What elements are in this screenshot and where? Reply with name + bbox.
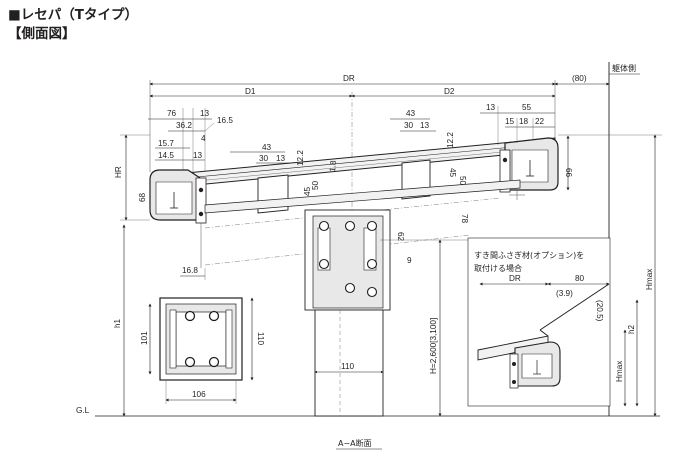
hmax-label: Hmax (645, 269, 654, 290)
h2-label: h2 (627, 324, 636, 334)
dim-110-post: 110 (341, 362, 354, 371)
dr-label: DR (343, 74, 355, 83)
dim-76: 76 (167, 109, 177, 118)
hr-dimension: HR 68 (114, 134, 150, 221)
dim-110a: 110 (256, 332, 265, 345)
dim-50b: 50 (458, 176, 467, 186)
hmax-inset-label: Hmax (615, 361, 624, 382)
dim-66: 66 (564, 168, 573, 178)
dim-22: 22 (535, 117, 545, 126)
dim-12-2b: 12.2 (446, 132, 455, 148)
dim-45a: 45 (303, 186, 312, 196)
dim-15: 15 (505, 117, 515, 126)
dim-68: 68 (138, 192, 147, 202)
dim-80: 80 (575, 274, 585, 283)
dim-106: 106 (192, 390, 206, 399)
hmax-dimension: Hmax (558, 134, 662, 417)
right-end-dims: 13 55 15 18 22 66 (480, 103, 573, 191)
rafter-right-dims: 43 30 13 12.2 50 45 78 (390, 109, 469, 224)
section-a-a: 101 110 106 (140, 297, 265, 404)
dim-50a: 50 (311, 180, 320, 190)
dim-36-2: 36.2 (176, 121, 192, 130)
rafter-left-dims: 43 30 13 12.2 50 45 (230, 143, 320, 196)
dim-16-5: 16.5 (217, 116, 233, 125)
left-gutter (149, 169, 207, 268)
d2-label: D2 (444, 87, 455, 96)
dim-1-8: 1.8 (328, 160, 338, 173)
dim-43a: 43 (262, 143, 272, 152)
dim-13c: 13 (276, 154, 286, 163)
left-end-dims: 76 13 36.2 16.5 4 15.7 14.5 13 (148, 108, 233, 172)
dim-16-8-group: 16.8 (180, 266, 206, 280)
dim-16-8: 16.8 (182, 266, 198, 275)
section-subtitle: 【側面図】 (8, 26, 76, 42)
d1-label: D1 (245, 87, 256, 96)
rafter-beams (204, 159, 521, 266)
dim-13d: 13 (420, 121, 430, 130)
inset-dr-label: DR (509, 274, 521, 283)
dim-62: 62 (396, 232, 405, 242)
option-inset: すき間ふさぎ材(オプション)を 取付ける場合 DR 80 (3.9) (20.5… (467, 237, 639, 407)
h1-dimension: h1 (113, 224, 126, 417)
dim-3-9: (3.9) (556, 289, 573, 298)
dim-78: 78 (460, 214, 469, 224)
option-note-2: 取付ける場合 (474, 263, 522, 273)
post-and-bracket: 110 62 9 (304, 209, 412, 417)
dim-43b: 43 (406, 109, 416, 118)
dim-13e: 13 (486, 103, 496, 112)
wall-side-label: 躯体側 (612, 63, 636, 73)
dim-13a: 13 (200, 109, 210, 118)
dim-15-7: 15.7 (158, 139, 174, 148)
roof-panel: 1.8 (164, 137, 556, 189)
dim-45b: 45 (448, 168, 457, 178)
section-caption: A−A断面 (336, 438, 382, 450)
dim-55: 55 (522, 103, 532, 112)
dim-18: 18 (519, 117, 529, 126)
dim-101: 101 (140, 331, 149, 345)
right-gutter (499, 137, 559, 200)
dim-20-5: (20.5) (595, 300, 604, 322)
dim-12-2a: 12.2 (296, 150, 305, 166)
dim-9: 9 (407, 256, 412, 265)
top-dimensions: DR (80) D1 D2 (149, 74, 610, 210)
gl-label: G.L (76, 406, 90, 415)
h1-label: h1 (113, 318, 122, 328)
offset-80-label: (80) (572, 74, 587, 83)
dim-30b: 30 (404, 121, 414, 130)
page-title: ■レセパ（Tタイプ） (8, 7, 138, 23)
dim-14-5: 14.5 (158, 151, 174, 160)
dim-13b: 13 (193, 151, 203, 160)
section-label: A−A断面 (338, 438, 372, 448)
option-note-1: すき間ふさぎ材(オプション)を (474, 250, 584, 260)
hr-label: HR (114, 166, 123, 178)
h-dimension: H=2,600[3,100] (380, 239, 470, 417)
dim-30a: 30 (259, 154, 269, 163)
h-label: H=2,600[3,100] (429, 318, 438, 374)
dim-4: 4 (201, 134, 206, 143)
wall: 躯体側 (608, 62, 640, 416)
